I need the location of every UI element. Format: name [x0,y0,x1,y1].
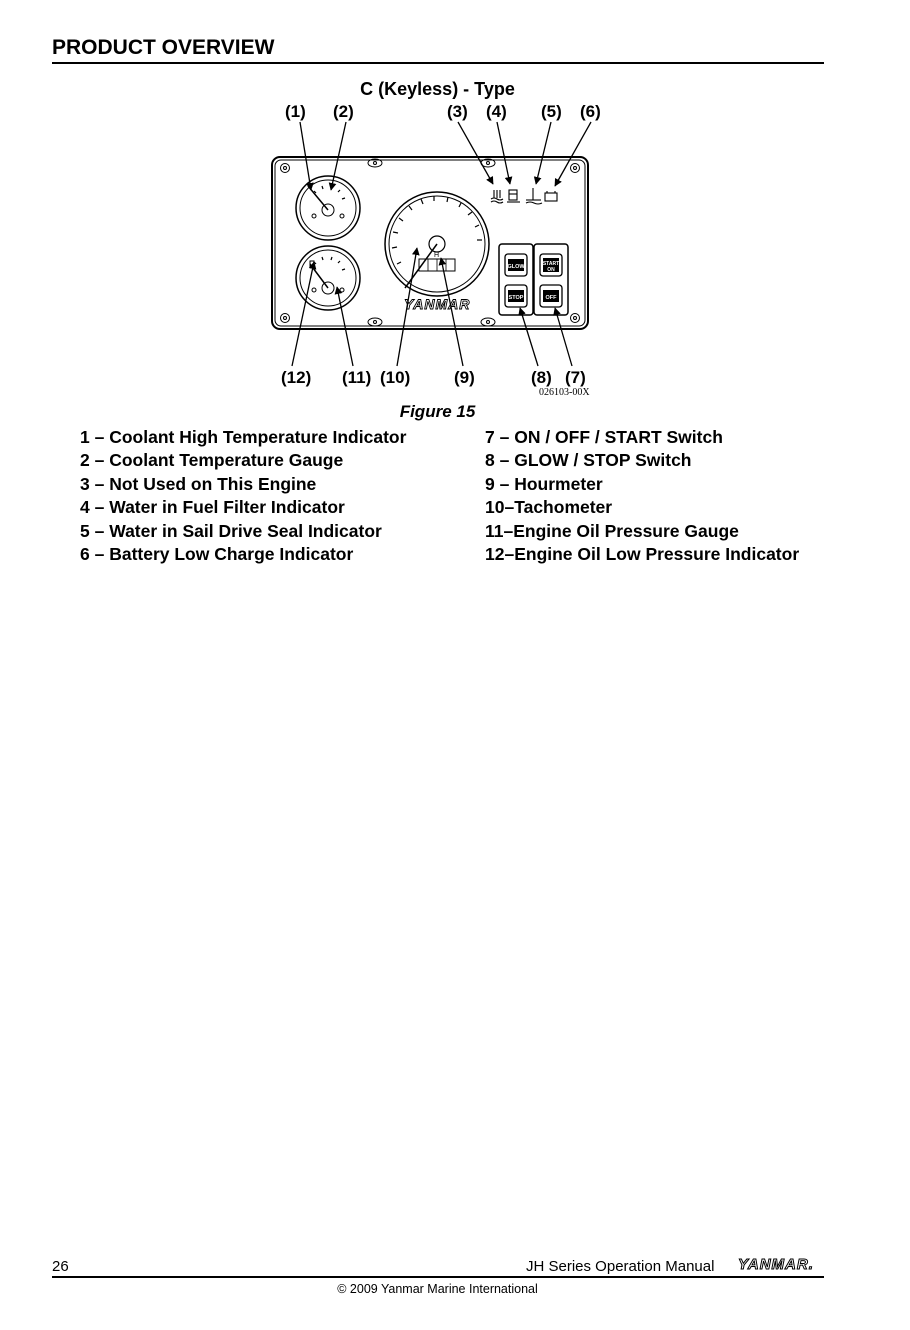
callout-7: (7) [565,368,586,387]
callout-4: (4) [486,102,507,121]
legend-number: 5 – [80,520,110,541]
battery-icon [544,191,558,202]
legend-text: Water in Fuel Filter Indicator [109,497,345,518]
manual-title: JH Series Operation Manual [526,1258,715,1275]
callout-1: (1) [285,102,306,121]
footer-brand-logo: YANMAR. [738,1256,814,1274]
leader-lines [291,121,592,367]
legend-number: 3 – [80,473,110,494]
callout-6: (6) [580,102,601,121]
callout-9: (9) [454,368,475,387]
legend-number: 2 – [80,450,110,471]
section-title: PRODUCT OVERVIEW [52,36,275,59]
legend-item: 3 – Not Used on This Engine [80,473,480,496]
legend-text: ON / OFF / START Switch [514,427,723,447]
legend-text: Hourmeter [514,473,603,494]
legend-item: 9 – Hourmeter [485,473,885,496]
callout-5: (5) [541,102,562,121]
hourmeter-letter: H [434,252,439,259]
legend-text: Engine Oil Low Pressure Indicator [514,544,800,565]
switch-panel: GLOW STOP START ON OFF [498,243,569,316]
legend-number: 12– [485,544,515,565]
svg-text:GLOW: GLOW [507,264,525,270]
legend-text: Tachometer [514,497,613,518]
legend-text: Engine Oil Pressure Gauge [513,520,739,541]
svg-text:ON: ON [547,267,555,273]
legend-number: 8 – [485,450,515,471]
legend-text: GLOW / STOP Switch [514,450,692,471]
legend-text: Coolant Temperature Gauge [109,450,344,471]
off-button: OFF [539,284,563,308]
sail-drive-seal-icon [525,188,543,205]
glow-button: GLOW [504,253,528,277]
legend-number: 1 – [80,427,110,447]
legend-number: 11– [485,520,514,541]
panel-brand-logo: YANMAR [404,296,470,312]
panel-screws [280,158,580,327]
tachometer: H [384,191,490,297]
header-rule [52,62,824,64]
water-in-fuel-icon [507,189,520,203]
start-on-button: START ON [539,253,563,277]
drawing-number: 026103-00X [539,387,590,398]
callout-2: (2) [333,102,354,121]
legend-item: 6 – Battery Low Charge Indicator [80,543,480,566]
legend-number: 10– [485,497,515,518]
legend-item: 1 – Coolant High Temperature Indicator [80,426,480,449]
legend-number: 7 – [485,427,515,447]
legend-number: 6 – [80,544,110,565]
instrument-panel-figure: (1) (2) (3) (4) (5) (6) (12) (11) (10) (… [271,102,601,398]
svg-text:OFF: OFF [546,295,558,301]
legend-text: Not Used on This Engine [109,473,317,494]
footer-rule [52,1276,824,1278]
legend-text: Coolant High Temperature Indicator [109,427,407,447]
copyright-notice: © 2009 Yanmar Marine International [337,1282,538,1296]
panel-body [271,156,589,330]
page-number: 26 [52,1258,69,1275]
callout-3: (3) [447,102,468,121]
coolant-temperature-gauge [295,175,361,241]
callout-8: (8) [531,368,552,387]
legend-text: Battery Low Charge Indicator [109,544,354,565]
legend-number: 9 – [485,473,515,494]
legend-item: 12–Engine Oil Low Pressure Indicator [485,543,885,566]
legend-item: 7 – ON / OFF / START Switch [485,426,885,449]
callout-10: (10) [380,368,410,387]
legend-left: 1 – Coolant High Temperature Indicator 2… [80,426,480,566]
figure-caption: Figure 15 [399,402,476,421]
legend-item: 5 – Water in Sail Drive Seal Indicator [80,520,480,543]
legend-number: 4 – [80,497,110,518]
svg-text:START: START [543,261,559,267]
legend-text: Water in Sail Drive Seal Indicator [109,520,382,541]
svg-text:STOP: STOP [509,295,524,301]
legend-item: 2 – Coolant Temperature Gauge [80,449,480,472]
callout-12: (12) [281,368,311,387]
legend-item: 8 – GLOW / STOP Switch [485,449,885,472]
figure-heading: C (Keyless) - Type [360,79,515,99]
callout-11: (11) [342,368,371,387]
legend-right: 7 – ON / OFF / START Switch 8 – GLOW / S… [485,426,885,566]
stop-button: STOP [504,284,528,308]
legend-item: 11–Engine Oil Pressure Gauge [485,520,885,543]
coolant-temp-warning-icon [490,190,504,204]
warning-indicators [490,188,558,205]
legend-item: 4 – Water in Fuel Filter Indicator [80,496,480,519]
legend-item: 10–Tachometer [485,496,885,519]
